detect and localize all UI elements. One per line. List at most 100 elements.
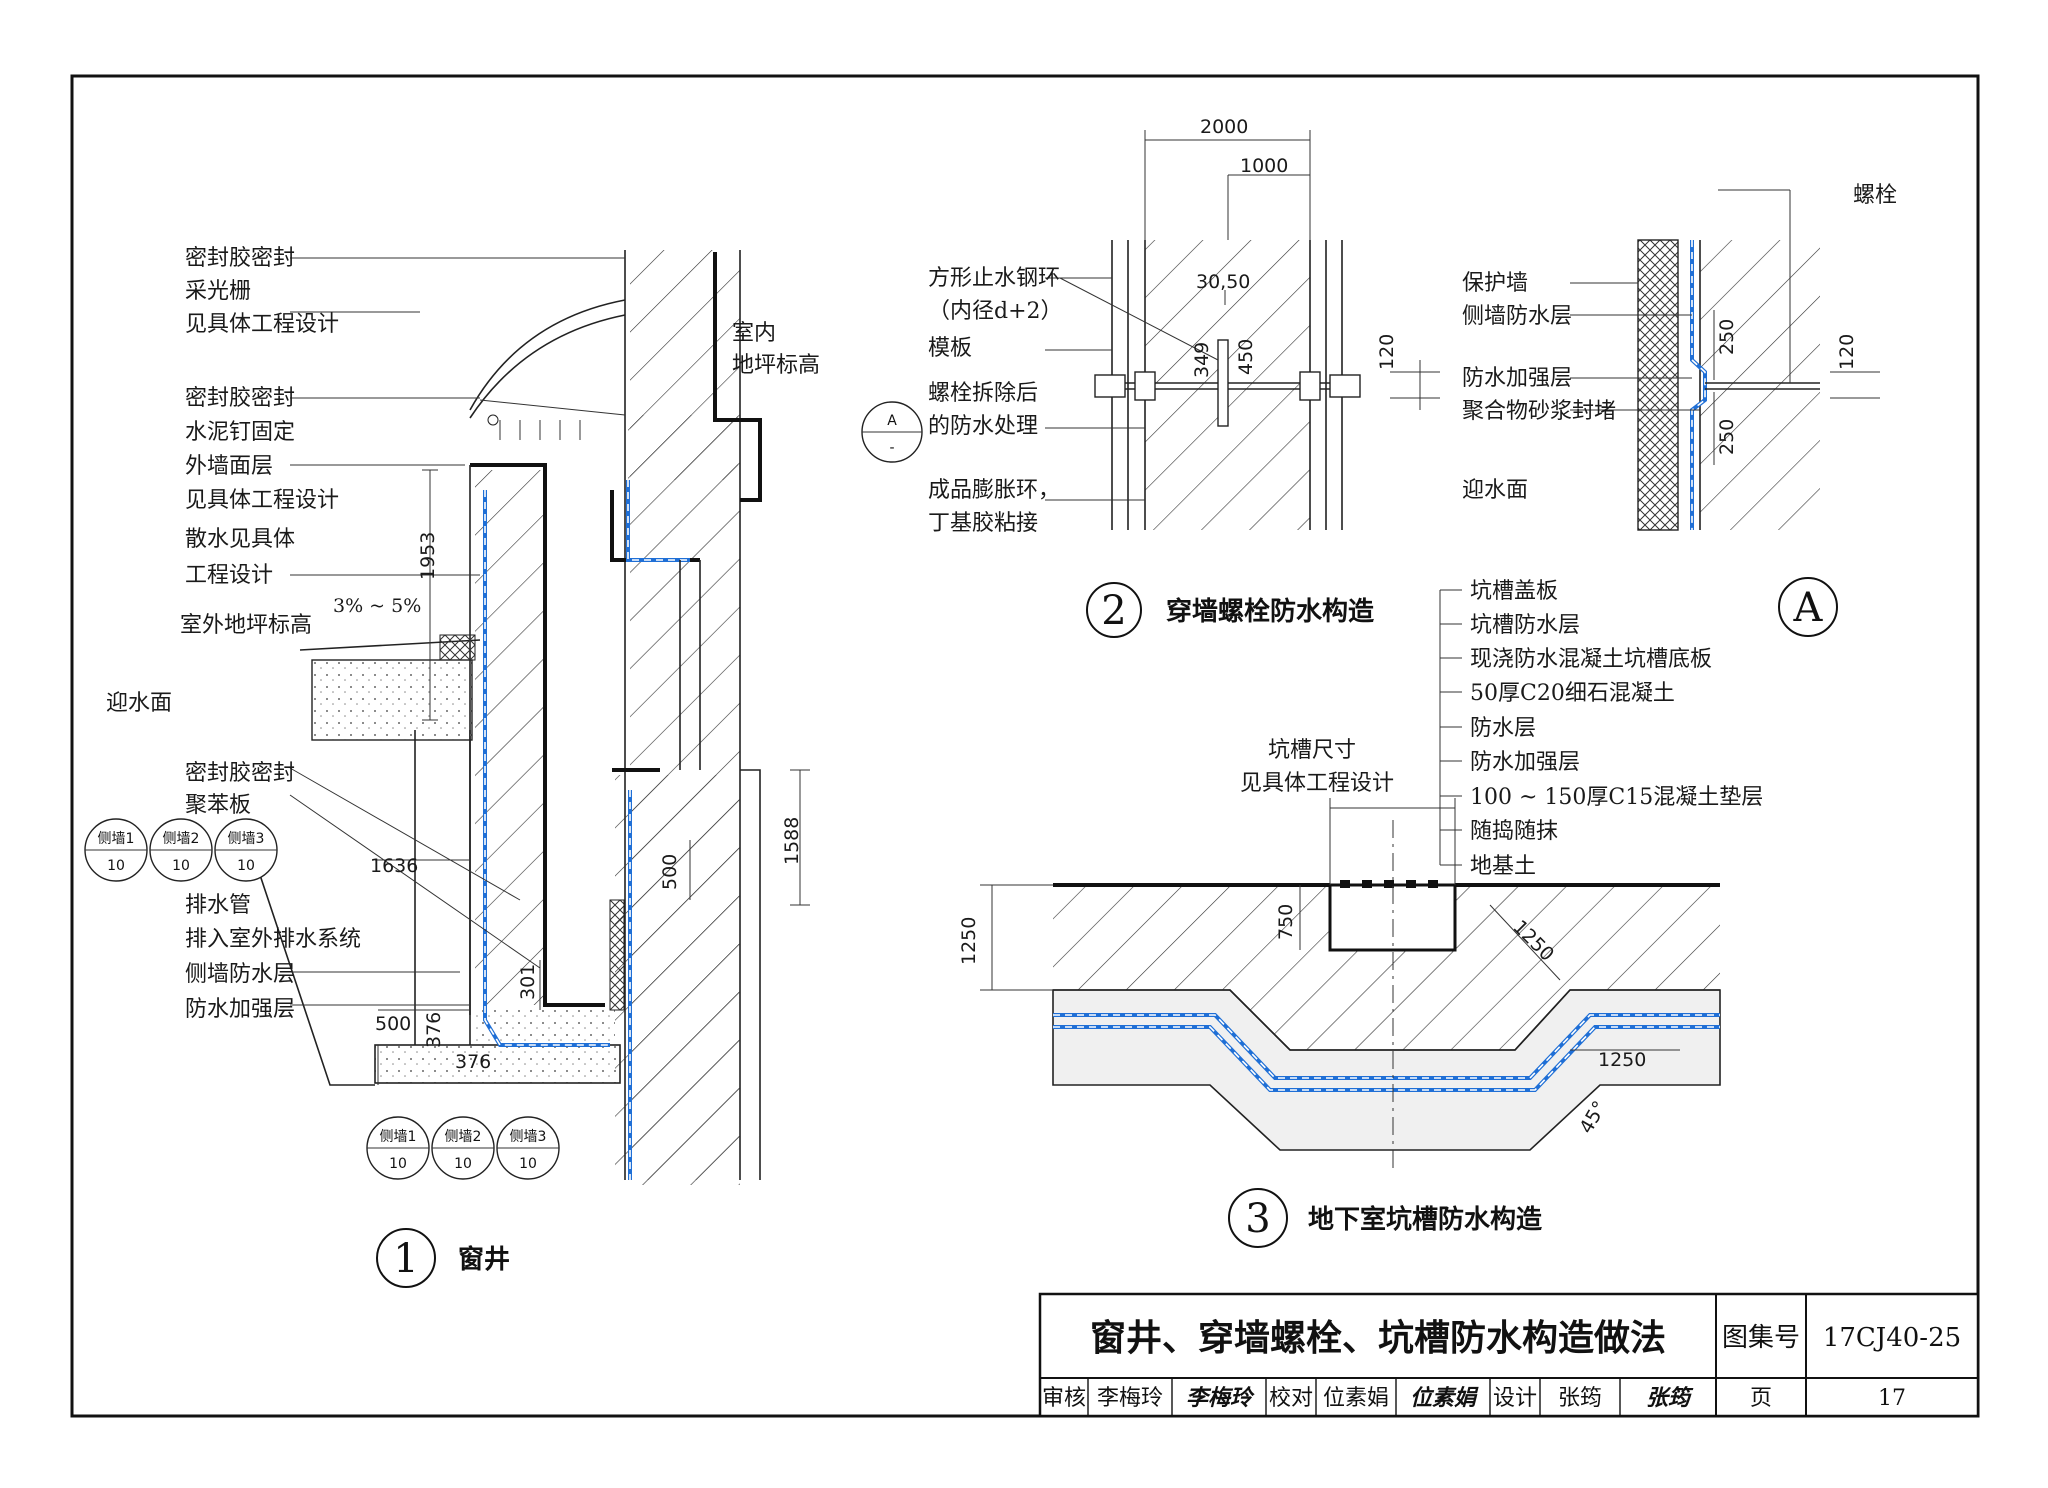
d3-layer-1: 坑槽盖板 — [1470, 579, 1558, 604]
dA-label-side-wp: 侧墙防水层 — [1462, 304, 1572, 329]
d2-dim-349: 349 — [1191, 342, 1213, 378]
tb-designer: 张筠 — [1558, 1386, 1602, 1411]
d1-label-cement-nail: 水泥钉固定 — [185, 420, 295, 445]
d2-dim-3050: 30,50 — [1196, 271, 1250, 293]
sheet-border — [70, 74, 1980, 1418]
d1-ref-top-1-page: 10 — [107, 858, 125, 874]
dA-label-wp-reinf: 防水加强层 — [1462, 366, 1572, 391]
dA-label-water-face: 迎水面 — [1462, 478, 1528, 503]
d1-label-wp-reinf: 防水加强层 — [185, 997, 295, 1022]
d1-ref-top-2-name: 侧墙2 — [163, 831, 200, 847]
d1-label-sealant-top: 密封胶密封 — [185, 246, 295, 271]
d1-dim-376b: 376 — [455, 1051, 491, 1073]
d1-label-apron-2: 工程设计 — [185, 563, 273, 588]
d2-ref-letter: A — [887, 413, 897, 429]
d1-ref-top-3-page: 10 — [237, 858, 255, 874]
tb-title: 窗井、穿墙螺栓、坑槽防水构造做法 — [1090, 1317, 1666, 1359]
d1-label-light-grille: 采光栅 — [185, 279, 251, 304]
d2-label-bolt-removed-1: 螺栓拆除后 — [928, 381, 1038, 406]
d3-pit-size-1: 坑槽尺寸 — [1268, 738, 1356, 763]
d1-ref-top-1-name: 侧墙1 — [98, 831, 135, 847]
d3-layer-9: 地基土 — [1470, 854, 1536, 879]
d2-dim-1000: 1000 — [1240, 155, 1288, 177]
d1-title-text: 窗井 — [458, 1244, 510, 1275]
title-block — [1038, 1292, 1980, 1418]
detail-1-window-well — [254, 250, 810, 1185]
d2-dim-120: 120 — [1376, 334, 1398, 370]
d1-label-sealant-3: 密封胶密封 — [185, 761, 295, 786]
tb-reviewer-sign: 李梅玲 — [1186, 1385, 1255, 1411]
d1-dim-301: 301 — [517, 964, 539, 1000]
d1-title: 1 窗井 — [376, 1228, 510, 1288]
d1-ref-top-3-name: 侧墙3 — [228, 831, 265, 847]
d2-title: 2 穿墙螺栓防水构造 — [1086, 582, 1374, 638]
d1-dim-376a: 376 — [423, 1012, 445, 1048]
dA-dim-250b: 250 — [1716, 419, 1738, 455]
d3-dim-1250c: 1250 — [1598, 1049, 1646, 1071]
d1-label-see-design-2: 见具体工程设计 — [185, 488, 339, 513]
d1-label-ext-wall: 外墙面层 — [185, 454, 273, 479]
d3-dim-750: 750 — [1275, 904, 1297, 940]
d3-layer-4: 50厚C20细石混凝土 — [1470, 681, 1675, 706]
d2-ref-sub: - — [889, 440, 894, 456]
tb-checker-sign: 位素娟 — [1410, 1385, 1479, 1411]
d1-label-side-wp: 侧墙防水层 — [185, 962, 295, 987]
d1-ref-top-3: 侧墙3 10 — [214, 818, 278, 882]
dA-title-letter: A — [1793, 585, 1824, 631]
tb-checker: 位素娟 — [1323, 1386, 1389, 1411]
d3-layer-8: 随捣随抹 — [1470, 819, 1558, 844]
d3-title-text: 地下室坑槽防水构造 — [1308, 1204, 1542, 1235]
d2-label-bolt-removed-2: 的防水处理 — [928, 414, 1038, 439]
d2-dim-2000: 2000 — [1200, 116, 1248, 138]
d1-dim-1636: 1636 — [370, 855, 418, 877]
d2-ref-bubble: A - — [861, 401, 923, 463]
dA-dim-250a: 250 — [1716, 319, 1738, 355]
detail-2-through-wall-bolt — [1045, 130, 1440, 530]
d1-label-drain-pipe: 排水管 — [185, 893, 251, 918]
tb-atlas-no: 17CJ40-25 — [1823, 1323, 1961, 1353]
d1-label-water-face: 迎水面 — [106, 691, 172, 716]
tb-reviewer: 李梅玲 — [1097, 1386, 1163, 1411]
d1-label-eps: 聚苯板 — [185, 793, 251, 818]
d3-pit-size-2: 见具体工程设计 — [1240, 771, 1394, 796]
d2-label-ring-2: （内径d+2） — [928, 299, 1063, 324]
d1-label-slope: 3% ~ 5% — [333, 595, 421, 617]
d1-label-sealant-2: 密封胶密封 — [185, 386, 295, 411]
d1-label-outdoor-level: 室外地坪标高 — [180, 613, 312, 638]
d2-label-swell-2: 丁基胶粘接 — [928, 511, 1038, 536]
d1-dim-500a: 500 — [659, 854, 681, 890]
d2-label-formwork: 模板 — [928, 336, 972, 361]
d3-layer-5: 防水层 — [1470, 716, 1536, 741]
d1-dim-1953: 1953 — [417, 532, 439, 580]
d1-label-indoor-2: 地坪标高 — [732, 353, 820, 378]
d1-ref-bottom-3-name: 侧墙3 — [510, 1129, 547, 1145]
tb-page-label: 页 — [1750, 1386, 1772, 1411]
d1-ref-top-1: 侧墙1 10 — [84, 818, 148, 882]
dA-title: A — [1778, 577, 1838, 637]
d3-layer-6: 防水加强层 — [1470, 750, 1580, 775]
tb-check-label: 校对 — [1269, 1386, 1313, 1411]
d3-layer-2: 坑槽防水层 — [1470, 613, 1580, 638]
d3-layer-7: 100 ~ 150厚C15混凝土垫层 — [1470, 785, 1763, 810]
d1-ref-top-2-page: 10 — [172, 858, 190, 874]
tb-design-label: 设计 — [1493, 1386, 1537, 1411]
tb-designer-sign: 张筠 — [1646, 1385, 1694, 1411]
d1-label-apron-1: 散水见具体 — [185, 527, 295, 552]
d1-dim-500b: 500 — [375, 1013, 411, 1035]
tb-review-label: 审核 — [1042, 1386, 1086, 1411]
d3-title-number: 3 — [1245, 1196, 1270, 1242]
d2-title-text: 穿墙螺栓防水构造 — [1166, 596, 1374, 627]
tb-atlas-label: 图集号 — [1722, 1323, 1800, 1353]
dA-label-protect-wall: 保护墙 — [1462, 271, 1528, 296]
d1-ref-bottom-2-page: 10 — [454, 1156, 472, 1172]
d3-dim-1250a: 1250 — [958, 917, 980, 965]
d3-layer-3: 现浇防水混凝土坑槽底板 — [1470, 647, 1712, 672]
d1-ref-top-2: 侧墙2 10 — [149, 818, 213, 882]
dA-label-bolt: 螺栓 — [1853, 183, 1897, 208]
d1-ref-bottom-3: 侧墙3 10 — [496, 1116, 560, 1180]
detail-3-basement-pit — [980, 589, 1721, 1170]
d2-label-ring-1: 方形止水钢环 — [928, 266, 1060, 291]
d2-label-swell-1: 成品膨胀环， — [928, 478, 1060, 503]
d1-ref-bottom-2-name: 侧墙2 — [445, 1129, 482, 1145]
